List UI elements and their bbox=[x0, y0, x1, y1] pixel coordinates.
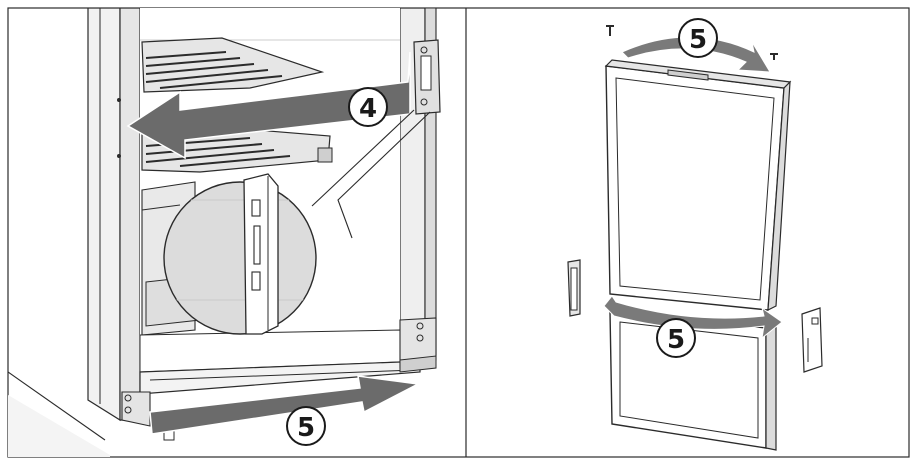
right-panel: 5 5 bbox=[567, 18, 823, 451]
screw-hole bbox=[117, 98, 121, 102]
hinge-top-right bbox=[413, 39, 441, 115]
left-panel: 4 5 bbox=[8, 8, 441, 457]
svg-text:5: 5 bbox=[689, 25, 707, 55]
direction-arrow-remove-top-cover bbox=[621, 36, 771, 73]
hinge-bottom-left bbox=[121, 391, 151, 427]
callout-leader bbox=[337, 111, 431, 239]
callout-leader bbox=[311, 109, 415, 207]
svg-text:5: 5 bbox=[667, 325, 685, 355]
middle-cover-right bbox=[801, 307, 823, 373]
step-marker-remove-top-cover: 5 bbox=[678, 18, 718, 58]
upper-shelf bbox=[141, 37, 325, 93]
bottom-sill bbox=[121, 317, 437, 441]
cabinet-left-wall bbox=[87, 8, 121, 422]
middle-cover-left bbox=[567, 259, 581, 317]
step-marker-remove-middle-covers: 5 bbox=[656, 318, 696, 358]
cabinet-edge-line bbox=[8, 371, 106, 441]
upper-door bbox=[604, 59, 792, 312]
screw-icon bbox=[606, 25, 614, 36]
direction-arrow-remove-middle-covers bbox=[603, 295, 783, 340]
screw-icon bbox=[770, 53, 778, 60]
direction-arrow-remove-strip bbox=[149, 375, 421, 435]
screw-hole bbox=[117, 154, 121, 158]
hinge-cover-part bbox=[243, 173, 279, 335]
direction-arrow-slide-out bbox=[126, 51, 411, 160]
svg-text:5: 5 bbox=[297, 413, 315, 443]
step-marker-remove-strip: 5 bbox=[286, 406, 326, 446]
door-frame-left bbox=[119, 8, 141, 421]
hinge-cover-callout bbox=[163, 173, 317, 335]
step-marker-slide-out: 4 bbox=[348, 87, 388, 127]
svg-text:4: 4 bbox=[359, 94, 377, 124]
